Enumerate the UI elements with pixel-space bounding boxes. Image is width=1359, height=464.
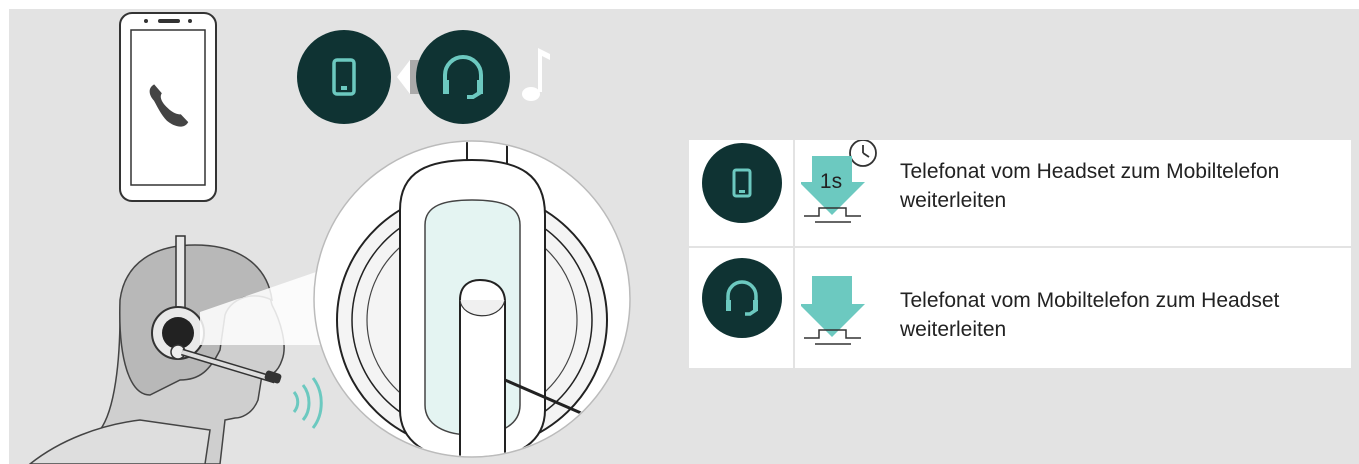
long-press-button-icon: 1s bbox=[801, 140, 885, 246]
person-with-headset bbox=[30, 236, 284, 464]
instruction-card-forward-to-headset: Telefonat vom Mobiltelefon zum Headset w… bbox=[689, 248, 1351, 368]
card-separator bbox=[793, 248, 795, 368]
instruction-card-forward-to-phone: 1s Telefonat vom Headset zum Mobiltelefo… bbox=[689, 140, 1351, 246]
headset-circle-icon bbox=[416, 30, 510, 124]
mobile-circle-icon bbox=[297, 30, 391, 124]
smartphone-icon bbox=[120, 13, 216, 201]
clock-icon bbox=[850, 140, 876, 166]
mode-icon-cell bbox=[689, 140, 793, 246]
card-separator bbox=[793, 140, 795, 246]
short-press-button-icon bbox=[801, 248, 885, 368]
earcup-zoom bbox=[314, 130, 630, 464]
headset-icon bbox=[689, 248, 793, 368]
instruction-text: Telefonat vom Headset zum Mobiltelefon w… bbox=[900, 157, 1300, 215]
music-note-icon bbox=[522, 48, 550, 101]
press-duration-label: 1s bbox=[820, 170, 842, 193]
mobile-phone-icon bbox=[689, 140, 793, 246]
instruction-text: Telefonat vom Mobiltelefon zum Headset w… bbox=[900, 286, 1300, 344]
mode-icon-cell bbox=[689, 248, 793, 368]
voice-waves-icon bbox=[294, 378, 321, 428]
